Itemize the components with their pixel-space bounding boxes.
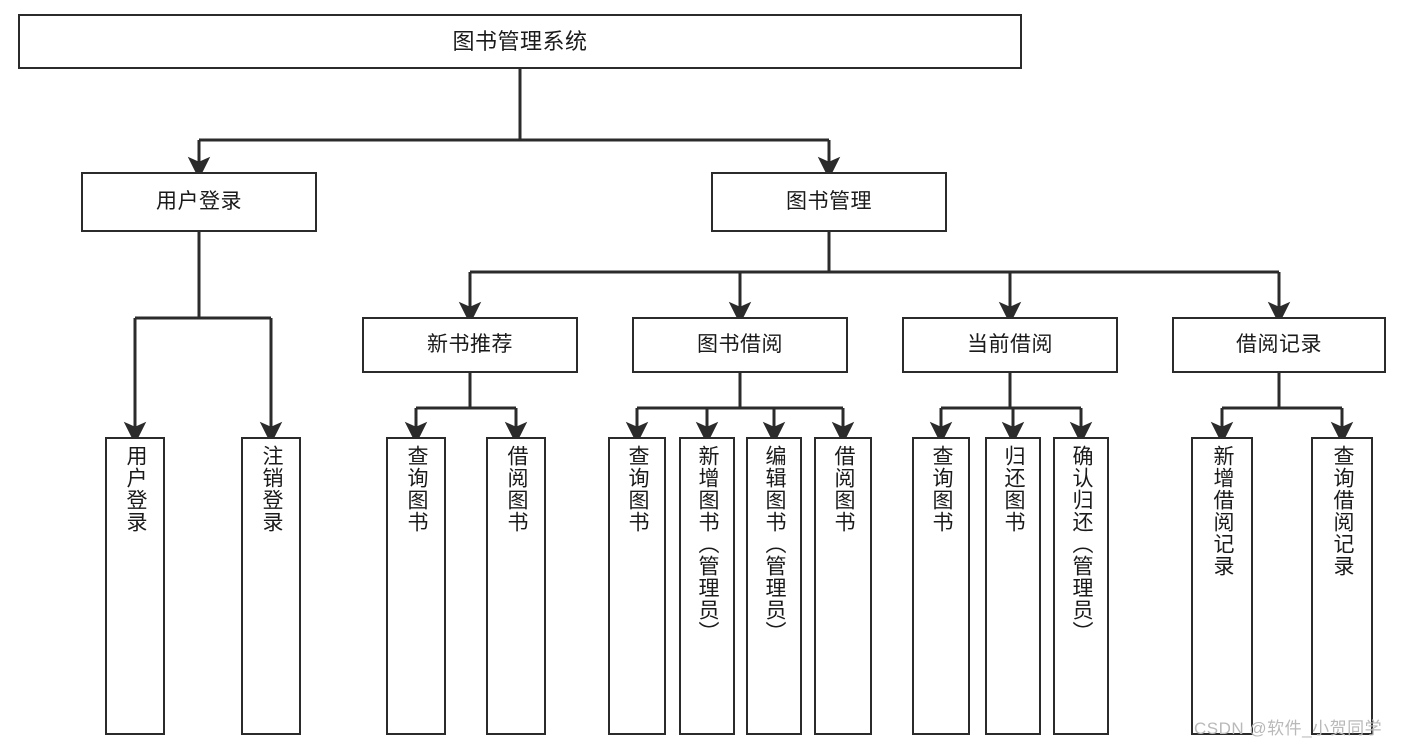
node-current-borrow-label: 当前借阅 xyxy=(967,332,1053,356)
node-book-borrow-label: 图书借阅 xyxy=(697,332,783,356)
node-leaf-add-book-admin[interactable]: 新增图书（管理员） xyxy=(679,437,735,735)
node-borrow-records-label: 借阅记录 xyxy=(1236,332,1322,356)
node-book-borrow[interactable]: 图书借阅 xyxy=(632,317,848,373)
node-leaf-query-book-1-label: 查询图书 xyxy=(405,445,429,533)
node-book-manage[interactable]: 图书管理 xyxy=(711,172,947,232)
node-leaf-borrow-book-2-label: 借阅图书 xyxy=(832,445,856,533)
node-leaf-borrow-book-1-label: 借阅图书 xyxy=(505,445,529,533)
node-user-login[interactable]: 用户登录 xyxy=(81,172,317,232)
node-leaf-add-book-admin-label: 新增图书（管理员） xyxy=(696,445,720,643)
node-leaf-query-borrow-record[interactable]: 查询借阅记录 xyxy=(1311,437,1373,735)
node-leaf-user-logout[interactable]: 注销登录 xyxy=(241,437,301,735)
node-leaf-user-logout-label: 注销登录 xyxy=(260,445,284,533)
node-leaf-return-book[interactable]: 归还图书 xyxy=(985,437,1041,735)
node-new-book-recommend[interactable]: 新书推荐 xyxy=(362,317,578,373)
node-leaf-confirm-return-admin[interactable]: 确认归还（管理员） xyxy=(1053,437,1109,735)
node-root[interactable]: 图书管理系统 xyxy=(18,14,1022,69)
node-leaf-confirm-return-admin-label: 确认归还（管理员） xyxy=(1070,445,1094,643)
node-user-login-label: 用户登录 xyxy=(156,189,242,213)
node-leaf-query-book-3-label: 查询图书 xyxy=(930,445,954,533)
node-leaf-borrow-book-2[interactable]: 借阅图书 xyxy=(814,437,872,735)
node-leaf-return-book-label: 归还图书 xyxy=(1002,445,1026,533)
node-leaf-edit-book-admin[interactable]: 编辑图书（管理员） xyxy=(746,437,802,735)
node-leaf-user-login-label: 用户登录 xyxy=(124,445,148,533)
node-borrow-records[interactable]: 借阅记录 xyxy=(1172,317,1386,373)
node-leaf-add-borrow-record[interactable]: 新增借阅记录 xyxy=(1191,437,1253,735)
node-leaf-query-book-1[interactable]: 查询图书 xyxy=(386,437,446,735)
node-current-borrow[interactable]: 当前借阅 xyxy=(902,317,1118,373)
node-new-book-recommend-label: 新书推荐 xyxy=(427,332,513,356)
node-leaf-edit-book-admin-label: 编辑图书（管理员） xyxy=(763,445,787,643)
node-book-manage-label: 图书管理 xyxy=(786,189,872,213)
node-leaf-user-login[interactable]: 用户登录 xyxy=(105,437,165,735)
node-leaf-add-borrow-record-label: 新增借阅记录 xyxy=(1211,445,1235,577)
node-leaf-query-borrow-record-label: 查询借阅记录 xyxy=(1331,445,1355,577)
node-root-label: 图书管理系统 xyxy=(452,28,588,54)
node-leaf-borrow-book-1[interactable]: 借阅图书 xyxy=(486,437,546,735)
node-leaf-query-book-3[interactable]: 查询图书 xyxy=(912,437,970,735)
node-leaf-query-book-2[interactable]: 查询图书 xyxy=(608,437,666,735)
node-leaf-query-book-2-label: 查询图书 xyxy=(626,445,650,533)
